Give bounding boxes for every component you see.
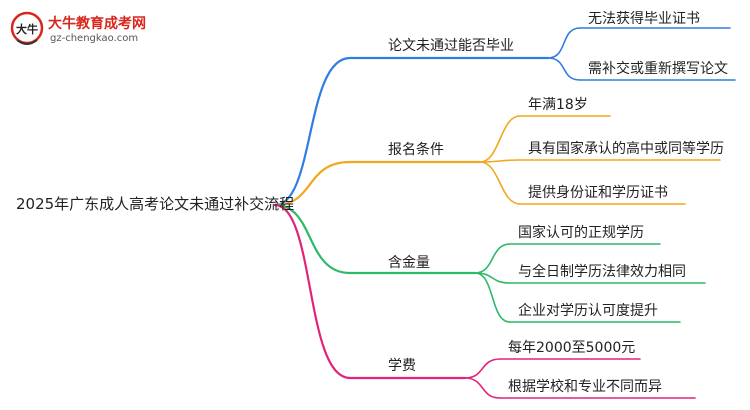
leaf-connector [479, 161, 521, 205]
branch-connector [273, 203, 352, 380]
leaf-node: 提供身份证和学历证书 [528, 185, 668, 201]
root-node: 2025年广东成人高考论文未通过补交流程 [16, 195, 295, 213]
leaf-node: 根据学校和专业不同而异 [508, 379, 662, 395]
logo-title: 大牛教育成考网 [48, 16, 146, 32]
leaf-node: 每年2000至5000元 [508, 340, 636, 356]
svg-text:大牛: 大牛 [16, 22, 38, 36]
branch-node: 报名条件 [388, 142, 444, 158]
leaf-node: 国家认可的正规学历 [518, 225, 644, 241]
logo-icon: 大牛 [10, 11, 44, 45]
leaf-node: 具有国家承认的高中或同等学历 [528, 141, 724, 157]
leaf-connector [547, 27, 581, 59]
leaf-node: 企业对学历认可度提升 [518, 303, 658, 319]
branch-connector [273, 56, 352, 207]
leaf-node: 需补交或重新撰写论文 [588, 61, 728, 77]
branch-connector [273, 160, 352, 207]
branch-node: 论文未通过能否毕业 [388, 38, 514, 54]
leaf-connector [474, 243, 511, 274]
leaf-connector [474, 272, 511, 323]
leaf-connector [464, 358, 501, 379]
site-logo: 大牛 大牛教育成考网 gz-chengkao.com [10, 10, 160, 50]
leaf-connector [464, 377, 501, 399]
leaf-connector [479, 115, 521, 163]
leaf-connector [547, 57, 581, 81]
branch-node: 含金量 [388, 255, 430, 271]
leaf-node: 年满18岁 [528, 97, 588, 113]
leaf-node: 无法获得毕业证书 [588, 11, 700, 27]
branch-connector [273, 203, 352, 275]
branch-node: 学费 [388, 358, 416, 374]
logo-url: gz-chengkao.com [50, 33, 139, 44]
leaf-node: 与全日制学历法律效力相同 [518, 264, 686, 280]
